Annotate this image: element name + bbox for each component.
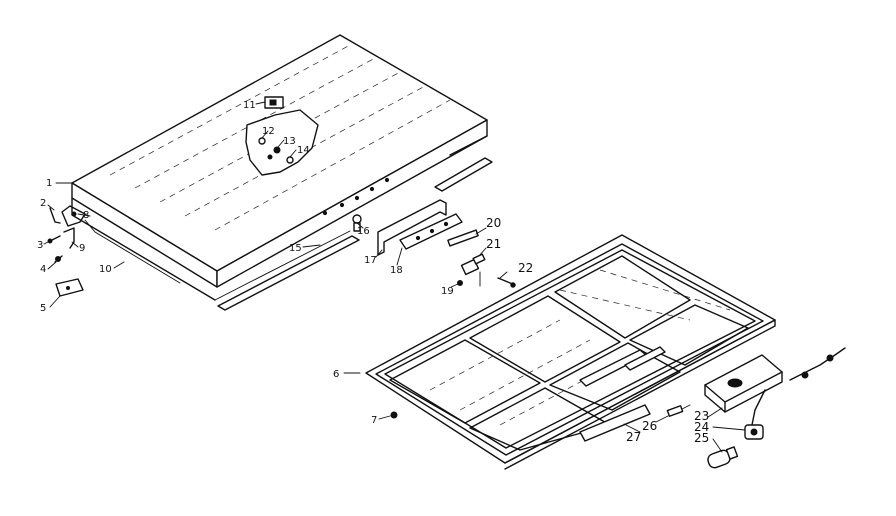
callout-3: 3 xyxy=(37,240,43,251)
callout-21: 21 xyxy=(486,237,501,251)
callout-20: 20 xyxy=(486,216,501,230)
control-housing xyxy=(704,354,783,403)
control-group xyxy=(390,347,846,469)
left-hinge-parts xyxy=(47,205,86,297)
callout-7: 7 xyxy=(371,415,377,426)
part-25-cap xyxy=(707,446,739,469)
part-17-handle xyxy=(377,199,447,256)
subpanel-1 xyxy=(389,339,541,424)
callout-24: 24 xyxy=(694,420,709,434)
callout-11: 11 xyxy=(243,100,256,111)
callout-1: 1 xyxy=(46,178,52,189)
part-26-bulb xyxy=(666,404,691,417)
callout-2: 2 xyxy=(40,198,46,209)
callout-23: 23 xyxy=(694,409,709,423)
callout-8: 8 xyxy=(83,210,89,221)
part-21-plunger xyxy=(460,253,486,287)
callout-12: 12 xyxy=(262,126,275,137)
callout-13: 13 xyxy=(283,136,296,147)
callout-6: 6 xyxy=(333,369,339,380)
callout-26: 26 xyxy=(642,419,657,433)
callout-9: 9 xyxy=(79,243,85,254)
part-16-button xyxy=(352,214,362,224)
part-24-knob xyxy=(744,424,764,440)
callout-5: 5 xyxy=(40,303,46,314)
callout-19: 19 xyxy=(441,286,454,297)
lid-assembly xyxy=(71,34,493,311)
callout-17: 17 xyxy=(364,255,377,266)
callout-16: 16 xyxy=(357,226,370,237)
part-20-pin xyxy=(447,229,479,247)
callout-15: 15 xyxy=(289,243,302,254)
callout-14: 14 xyxy=(297,145,310,156)
sensor-probe xyxy=(789,347,846,381)
callout-22: 22 xyxy=(518,261,533,275)
callout-10: 10 xyxy=(99,264,112,275)
lid-gasket-right xyxy=(434,157,493,192)
part-2-hinge-rod xyxy=(49,207,61,224)
callout-4: 4 xyxy=(40,264,46,275)
callout-25: 25 xyxy=(694,431,709,445)
lid-gasket-bottom xyxy=(217,235,360,311)
callout-labels: 1 2 3 4 5 6 7 8 9 10 11 12 13 14 15 16 1… xyxy=(37,100,709,445)
part-11-clip xyxy=(264,96,284,109)
part-27-trim-strip xyxy=(579,404,651,442)
part-19-screw xyxy=(457,280,463,286)
callout-27: 27 xyxy=(626,430,641,444)
leader-lines xyxy=(43,101,746,453)
part-3-screw xyxy=(51,235,61,241)
base-panel-assembly xyxy=(365,234,776,470)
callout-18: 18 xyxy=(390,265,403,276)
control-hole xyxy=(727,378,743,388)
part-7-screw xyxy=(390,411,398,419)
